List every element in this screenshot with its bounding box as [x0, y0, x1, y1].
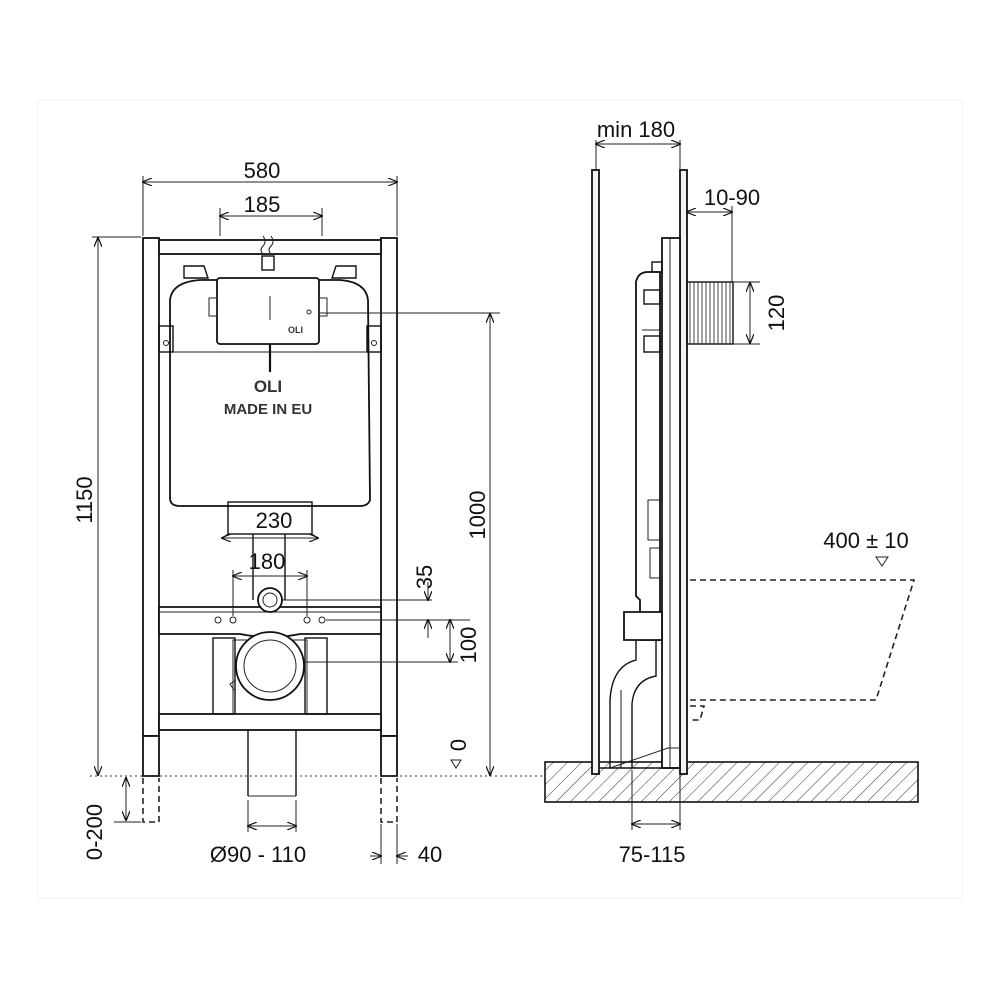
water-inlet: [686, 281, 734, 345]
dim-flush-plate-width: 185: [244, 192, 281, 217]
side-view: min 180 10-90 120 400 ± 10 75-115: [544, 117, 919, 867]
front-wall-panel: [679, 169, 688, 775]
right-leg: [380, 735, 398, 777]
made-in-label: MADE IN EU: [224, 401, 312, 418]
dim-leg-extension: 0-200: [82, 804, 107, 860]
left-leg: [142, 735, 160, 777]
dim-wall-thickness: 10-90: [704, 185, 760, 210]
floor-slab: [544, 761, 919, 803]
dim-floor-level: 0: [446, 739, 471, 751]
flush-mechanism: [216, 277, 320, 345]
rear-wall-panel: [591, 169, 600, 775]
dim-inlet-height: 120: [764, 295, 789, 332]
brand-label: OLI: [254, 377, 282, 396]
left-post: [142, 237, 160, 737]
dim-drain-pipe: Ø90 - 110: [210, 842, 306, 867]
dim-bolt-spacing: 180: [249, 549, 286, 574]
wall-hung-bowl: [690, 579, 916, 701]
dim-width-total: 580: [244, 158, 281, 183]
dim-height-total: 1150: [72, 476, 97, 523]
drain-outlet: [235, 631, 305, 701]
brand-label-small: OLI: [288, 325, 303, 335]
dim-floor-depth: 75-115: [619, 842, 686, 867]
dim-offset-100: 100: [456, 627, 481, 664]
dim-leg-width: 40: [418, 842, 442, 867]
dim-min-depth: min 180: [597, 117, 675, 142]
dim-bowl-height: 400 ± 10: [823, 528, 908, 553]
dim-offset-35: 35: [412, 565, 437, 589]
dim-bracket-spacing: 230: [256, 508, 293, 533]
front-view: OLI OLI MADE IN EU: [72, 158, 545, 867]
dim-flush-height: 1000: [465, 491, 490, 540]
bottom-rail: [158, 713, 382, 731]
